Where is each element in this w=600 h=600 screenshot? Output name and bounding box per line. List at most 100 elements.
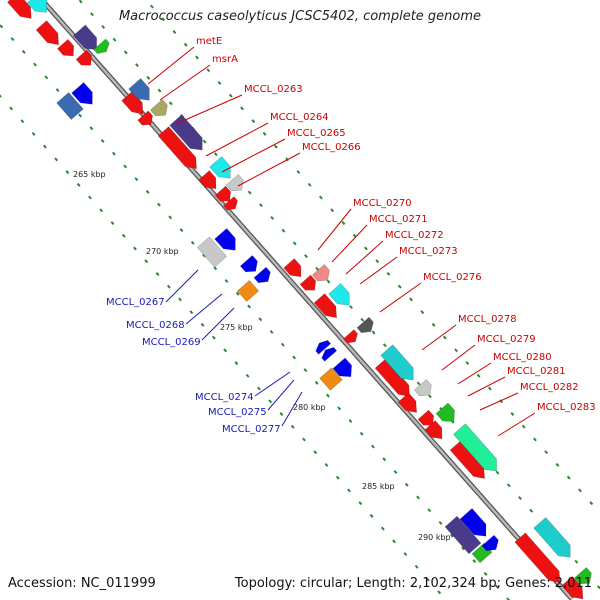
gene-red-shape (121, 90, 144, 115)
track-dot (529, 508, 534, 513)
kbp-label: 285 kbp (362, 482, 395, 491)
track-dot (292, 355, 297, 360)
track-dot (416, 381, 421, 386)
gene-blue (481, 534, 499, 552)
gene-red (374, 358, 410, 397)
gene-red-shape (397, 392, 417, 413)
genome-summary-text: Topology: circular; Length: 2,102,324 bp… (234, 576, 592, 591)
track-dot (134, 177, 139, 182)
gene-red (299, 274, 317, 291)
track-dot (183, 42, 188, 47)
gene-red (343, 329, 358, 344)
gene-red-shape (313, 293, 337, 319)
gene-blue (253, 266, 271, 284)
track-dot (247, 190, 252, 195)
gene-red (514, 532, 561, 583)
track-dot (78, 0, 83, 4)
track-dot (172, 30, 177, 34)
track-dot (259, 203, 263, 208)
track-dot (150, 4, 154, 9)
track-dot (161, 17, 166, 22)
track-dot (574, 559, 579, 564)
track-dot (54, 157, 59, 162)
track-dot (371, 330, 376, 335)
gene-label: MCCL_0270 (353, 198, 412, 209)
gene-red-shape (561, 575, 584, 600)
track-dot (155, 271, 160, 276)
track-dot (303, 368, 308, 373)
track-dot (589, 501, 594, 506)
gene-blue-shape (332, 357, 352, 378)
gene-orange (319, 367, 343, 391)
track-dot (403, 552, 408, 557)
track-dot (168, 215, 173, 220)
track-dot (420, 310, 425, 315)
gene-red (198, 170, 217, 190)
track-dot (369, 513, 374, 518)
track-dot (269, 329, 274, 334)
track-dot (206, 68, 211, 73)
gene-red (121, 90, 144, 115)
track-dot (360, 317, 365, 322)
backbone-line (40, 0, 574, 600)
gene-red (35, 20, 59, 46)
track-dot (146, 75, 151, 80)
gene-red (397, 392, 417, 413)
track-dot (506, 483, 511, 488)
track-dot (290, 424, 295, 429)
gene-label: MCCL_0265 (287, 128, 346, 139)
gene-khaki (149, 99, 168, 117)
label-leader (254, 371, 291, 397)
track-dot (404, 482, 409, 487)
track-dot (382, 457, 387, 462)
gene-darkpurple (72, 24, 97, 51)
gene-label: MCCL_0281 (507, 366, 566, 377)
track-dot (304, 254, 308, 259)
gene-steelblue-shape (128, 78, 150, 101)
track-dot (347, 488, 351, 493)
gene-red (75, 49, 93, 66)
gene-label: msrA (212, 54, 238, 65)
track-dot (280, 342, 285, 347)
gene-springgreen (453, 423, 497, 472)
kbp-label: 265 kbp (73, 170, 106, 179)
track-dot (235, 291, 240, 296)
gene-red-shape (223, 196, 238, 211)
gene-red-shape (198, 170, 217, 190)
gene-red (214, 185, 232, 202)
gene-blue (315, 340, 332, 355)
label-leader (421, 324, 457, 351)
track-dot (31, 131, 36, 136)
track-dot (217, 80, 222, 85)
gene-red-shape (157, 126, 197, 170)
track-dot (9, 106, 14, 111)
gene-labels: metEmsrAMCCL_0263MCCL_0264MCCL_0265MCCL_… (106, 36, 596, 437)
track-dot (431, 322, 436, 327)
gene-green-shape (573, 567, 592, 585)
label-leader (331, 224, 368, 263)
gene-label: MCCL_0264 (270, 112, 329, 123)
gene-label: MCCL_0283 (537, 402, 596, 413)
gene-red-shape (417, 409, 435, 426)
gene-cyan (209, 156, 231, 179)
track-dot (330, 208, 335, 213)
track-dot (195, 55, 199, 60)
gene-red (7, 0, 32, 19)
gene-features (7, 0, 592, 600)
track-dot (258, 317, 263, 322)
track-dot (495, 470, 500, 475)
kbp-label: 275 kbp (220, 323, 253, 332)
gene-blue (459, 508, 487, 537)
track-dot (335, 475, 340, 480)
gene-red-shape (35, 20, 59, 46)
label-leader (237, 152, 301, 187)
track-dot (324, 462, 329, 467)
track-dot (281, 228, 286, 233)
gene-label: metE (196, 36, 222, 47)
track-dot (202, 253, 206, 258)
map-title: Macrococcus caseolyticus JCSC5402, compl… (118, 9, 482, 24)
track-dot (76, 182, 81, 187)
track-dot (465, 361, 470, 366)
gene-cyan-shape (328, 283, 350, 306)
